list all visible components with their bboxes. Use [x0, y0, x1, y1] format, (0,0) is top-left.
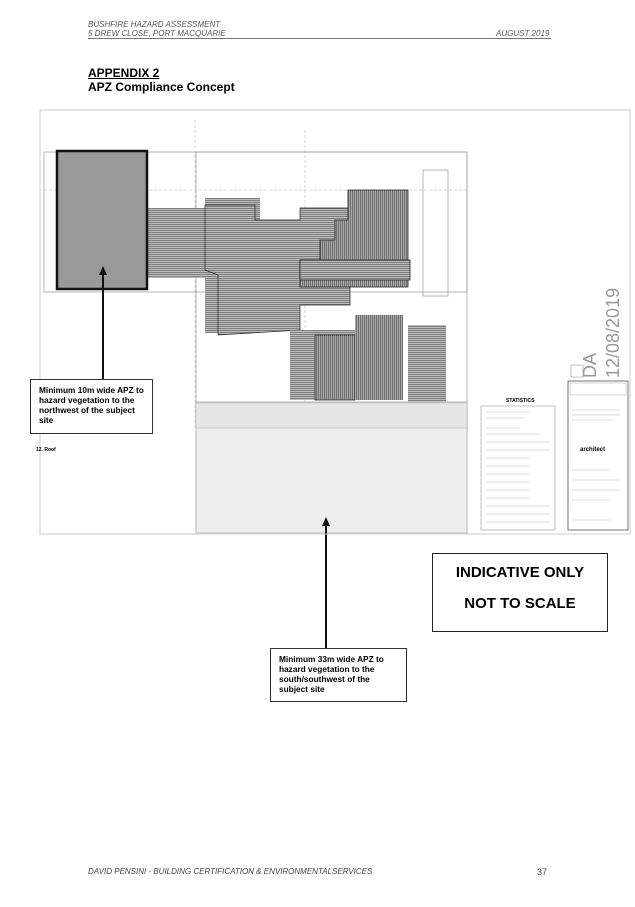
header-address: 5 DREW CLOSE, PORT MACQUARIE: [88, 29, 226, 38]
header-title: BUSHFIRE HAZARD ASSESSMENT: [88, 20, 221, 29]
roof-section: [204, 204, 351, 336]
appendix-label: APPENDIX 2: [88, 66, 160, 80]
notice-line2: NOT TO SCALE: [464, 595, 576, 612]
footer-text: DAVID PENSINI - BUILDING CERTIFICATION &…: [88, 867, 373, 876]
callout-northwest-apz: Minimum 10m wide APZ to hazard vegetatio…: [30, 379, 153, 434]
statistics-title: STATISTICS: [506, 398, 535, 404]
stamp-date: 12/08/2019: [603, 287, 623, 378]
drawing-label: 12. Roof: [36, 447, 56, 453]
notice-line1: INDICATIVE ONLY: [455, 564, 585, 581]
page-title: APZ Compliance Concept: [88, 80, 235, 94]
statistics-table: [480, 405, 556, 531]
header-rule: [88, 38, 551, 39]
architect-logo: architect: [580, 447, 606, 453]
roof-section: [408, 325, 446, 402]
roof-section: [314, 334, 356, 401]
stamp-da: DA: [580, 352, 600, 378]
roof-section: [147, 208, 205, 278]
indicative-notice: INDICATIVE ONLY NOT TO SCALE: [432, 553, 608, 632]
page-number: 37: [537, 867, 548, 877]
roof-section: [299, 259, 411, 281]
pool: [422, 169, 449, 297]
roof-section: [355, 315, 403, 400]
callout-south-apz: Minimum 33m wide APZ to hazard vegetatio…: [270, 648, 407, 702]
header-date: AUGUST 2019: [496, 29, 550, 38]
title-block: [567, 380, 629, 531]
